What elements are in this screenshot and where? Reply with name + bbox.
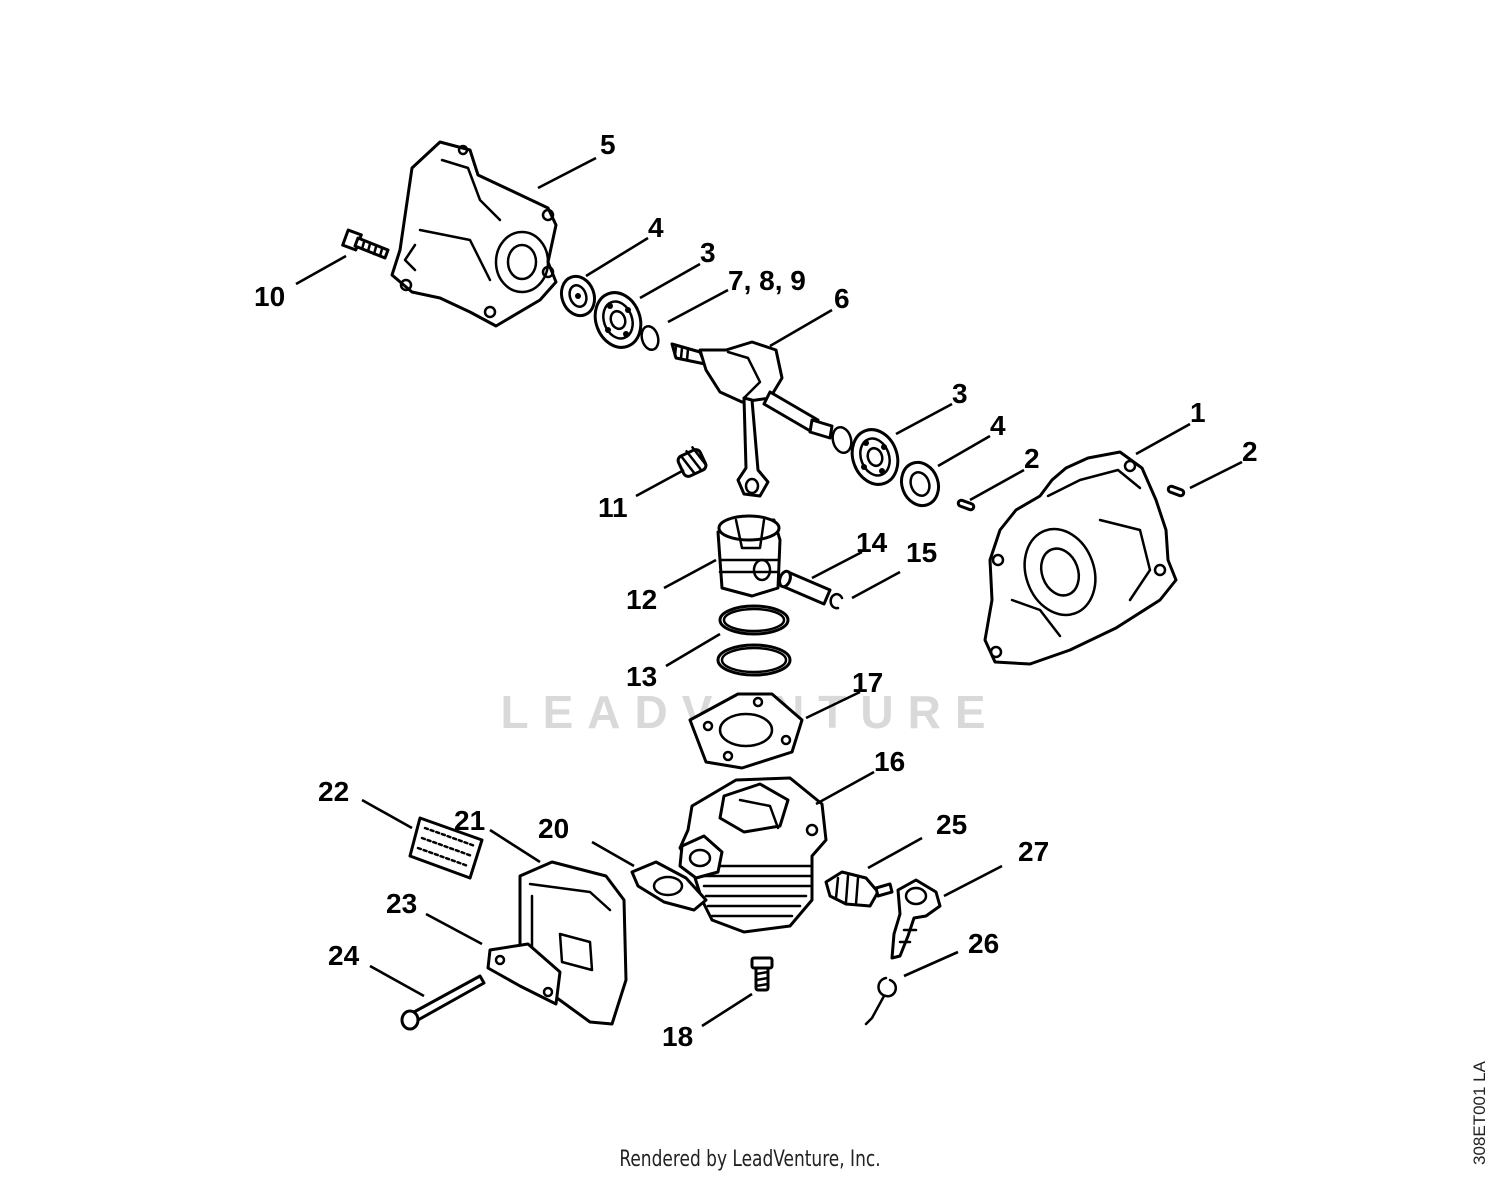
part-15-circlip[interactable] [829, 592, 844, 610]
render-credit: Rendered by LeadVenture, Inc. [619, 1147, 881, 1172]
part-13-piston-ring-upper[interactable] [718, 604, 790, 636]
callout-5[interactable]: 5 [600, 129, 616, 160]
part-22-spark-arrestor-screen[interactable] [408, 816, 484, 880]
callout-10[interactable]: 10 [254, 281, 285, 312]
part-5-crankcase-left[interactable] [390, 140, 558, 328]
callout-13[interactable]: 13 [626, 661, 657, 692]
part-3-ball-bearing-right[interactable] [830, 423, 905, 491]
callout-18[interactable]: 18 [662, 1021, 693, 1052]
part-13-piston-ring-lower[interactable] [716, 643, 792, 677]
part-4-bearing-left[interactable] [556, 272, 600, 321]
callout-14[interactable]: 14 [856, 527, 888, 558]
callout-20[interactable]: 20 [538, 813, 569, 844]
part-27-ignition-lead-boot[interactable] [890, 878, 942, 960]
callout-1[interactable]: 1 [1190, 397, 1206, 428]
callout-4-right[interactable]: 4 [990, 410, 1006, 441]
callout-4-left[interactable]: 4 [648, 212, 664, 243]
part-20-muffler-gasket[interactable] [630, 860, 708, 912]
callout-2-left[interactable]: 2 [1024, 443, 1040, 474]
callout-27[interactable]: 27 [1018, 836, 1049, 867]
callout-3-left[interactable]: 3 [700, 237, 716, 268]
part-25-spark-plug[interactable] [824, 870, 894, 908]
callout-25[interactable]: 25 [936, 809, 967, 840]
callout-22[interactable]: 22 [318, 776, 349, 807]
part-14-piston-pin[interactable] [778, 569, 832, 606]
part-3-ball-bearing-left[interactable] [588, 286, 648, 354]
part-12-piston[interactable] [716, 514, 782, 598]
part-6-crankshaft[interactable] [670, 340, 834, 498]
leader-lines [295, 156, 1243, 1028]
part-4-bearing-right[interactable] [896, 457, 945, 511]
part-2-dowel-pin-right[interactable] [1166, 484, 1186, 498]
callout-21[interactable]: 21 [454, 805, 485, 836]
part-26-spring-clip[interactable] [864, 976, 898, 1026]
callout-2-right[interactable]: 2 [1242, 436, 1258, 467]
part-24-long-bolt[interactable] [400, 974, 486, 1031]
callout-12[interactable]: 12 [626, 584, 657, 615]
callout-16[interactable]: 16 [874, 746, 905, 777]
callout-7-8-9[interactable]: 7, 8, 9 [728, 265, 806, 296]
part-7-8-9-shim-ring[interactable] [639, 324, 661, 352]
callout-3-right[interactable]: 3 [952, 378, 968, 409]
part-21-muffler[interactable] [518, 860, 628, 1026]
part-2-dowel-pin-left[interactable] [956, 498, 976, 512]
part-1-crankcase-right[interactable] [983, 450, 1178, 666]
callout-24[interactable]: 24 [328, 940, 360, 971]
drawing-code: 308ET001 LA [1470, 1061, 1489, 1165]
callout-15[interactable]: 15 [906, 537, 937, 568]
part-10-screw[interactable] [341, 228, 390, 260]
part-18-cylinder-screw[interactable] [750, 956, 774, 992]
callout-23[interactable]: 23 [386, 888, 417, 919]
part-11-needle-cage[interactable] [676, 445, 708, 478]
callout-labels: 5 4 3 7, 8, 9 6 10 3 4 2 1 2 11 12 14 15… [254, 129, 1258, 1052]
part-17-cylinder-gasket[interactable] [688, 692, 804, 770]
callout-26[interactable]: 26 [968, 928, 999, 959]
part-16-cylinder[interactable] [678, 776, 828, 934]
callout-6[interactable]: 6 [834, 283, 850, 314]
callout-11[interactable]: 11 [598, 492, 628, 523]
part-23-muffler-bracket[interactable] [486, 942, 562, 1006]
callout-17[interactable]: 17 [852, 667, 883, 698]
